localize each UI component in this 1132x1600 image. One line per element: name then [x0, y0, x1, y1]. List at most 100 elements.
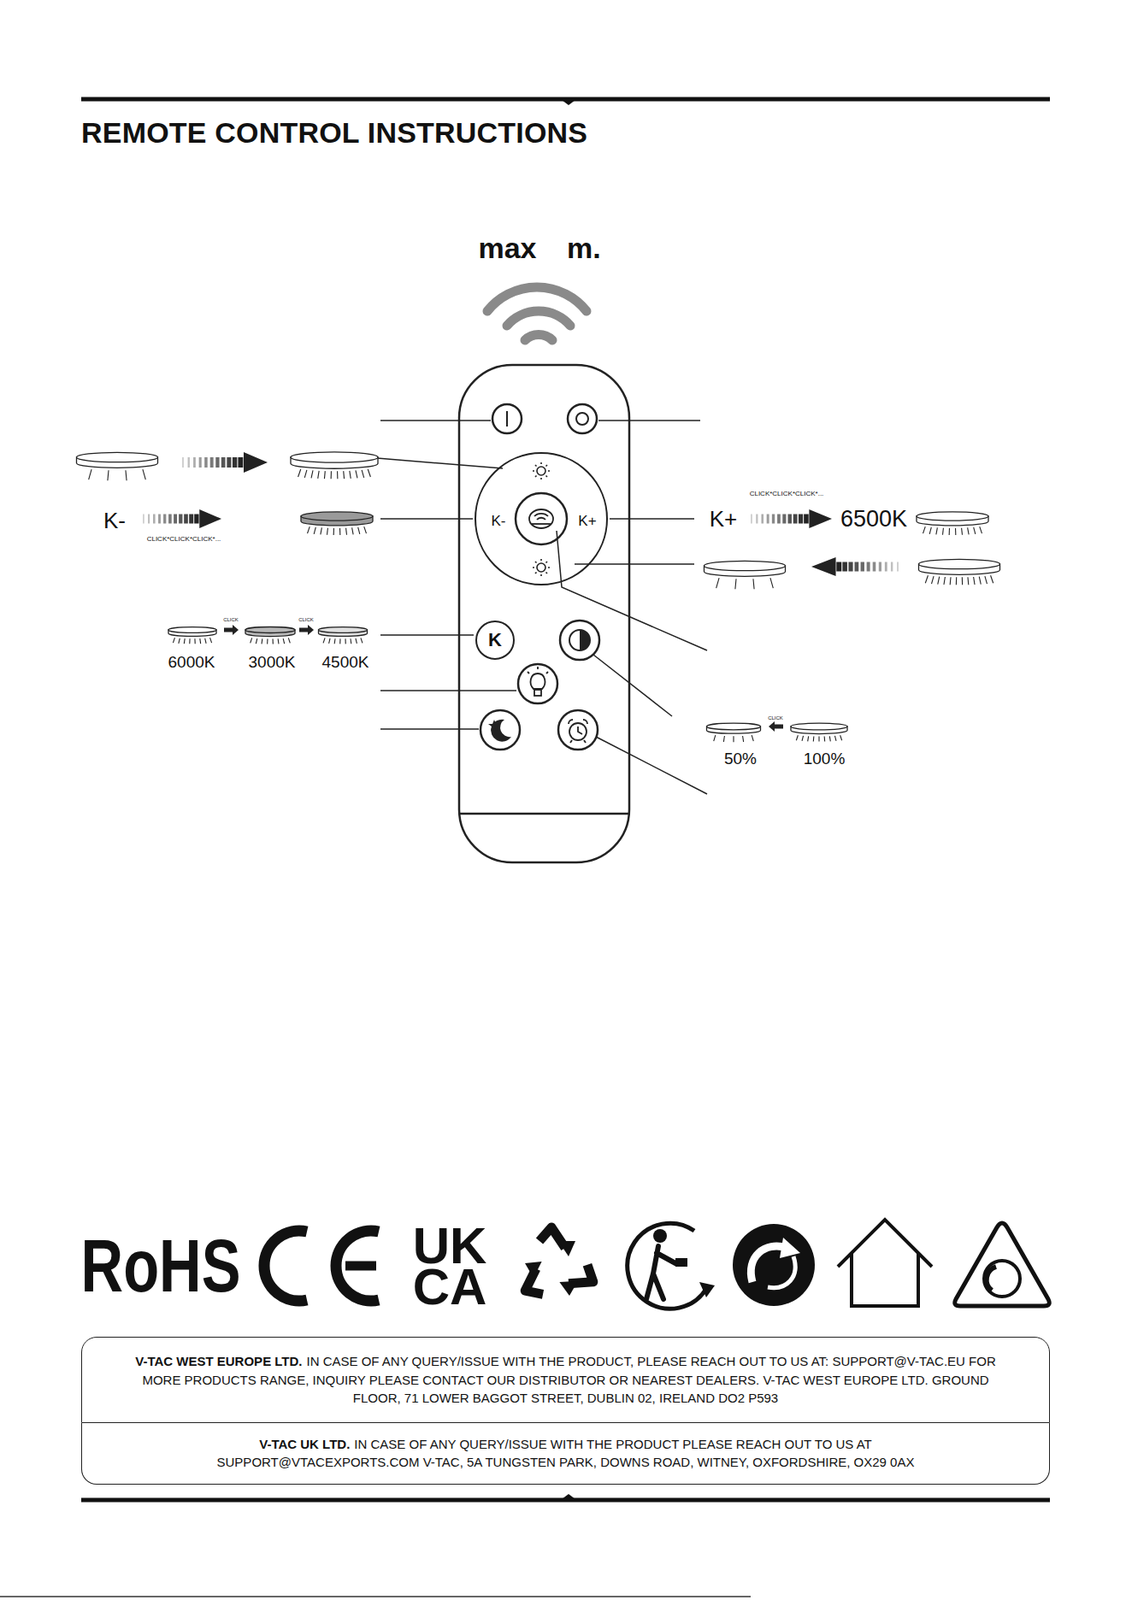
light-ray: [364, 526, 367, 534]
bulb-ray: [546, 672, 549, 674]
recycle-arrow-head: [524, 1255, 548, 1279]
light-ray: [307, 526, 311, 534]
lamp-top: [300, 512, 373, 521]
click-note: CLICK*CLICK*CLICK*...: [749, 490, 825, 498]
signal-waves: [487, 287, 587, 341]
gradient-arrow: [142, 509, 222, 529]
arrow-stripe: [772, 514, 775, 525]
light-ray: [188, 638, 190, 644]
arrow-stripe: [866, 562, 871, 572]
light-ray: [288, 637, 290, 643]
sun-icon: [536, 466, 546, 476]
alarm-bell: [568, 719, 573, 725]
arrow-stripe: [878, 562, 882, 572]
light-ray: [751, 735, 754, 742]
arrow-stripe: [798, 514, 803, 525]
arrow-stripe: [178, 514, 183, 525]
ceiling-lamp: [916, 512, 989, 536]
leader-line: [380, 634, 474, 637]
light-ray: [344, 638, 346, 644]
light-ray: [349, 638, 352, 644]
color-temp-label: K+: [709, 507, 738, 531]
light-ray: [834, 736, 837, 742]
ceiling-lamp: [300, 512, 373, 536]
rules: [0, 99, 1050, 1598]
light-ray: [813, 736, 815, 743]
button-label: K: [488, 630, 502, 650]
color-temp-value: 6000K: [168, 654, 216, 671]
light-ray: [142, 469, 146, 480]
alarm-face: [569, 723, 587, 741]
color-temp-button: K: [475, 620, 515, 661]
light-ray: [333, 528, 335, 536]
light-ray: [925, 575, 928, 584]
light-ray: [355, 470, 358, 478]
arrow-stripe: [232, 457, 237, 468]
tidyman-arc: [627, 1223, 707, 1309]
light-ray: [973, 527, 976, 535]
light-ray: [929, 527, 932, 535]
light-ray: [360, 637, 363, 643]
light-ray: [304, 470, 307, 478]
light-ray: [178, 638, 180, 644]
arrow-stripe: [793, 514, 798, 525]
arrow-stripe: [183, 514, 189, 525]
light-ray: [723, 736, 725, 743]
night-light-button: [518, 664, 558, 704]
light-ray: [352, 527, 354, 535]
leader-line: [380, 518, 473, 520]
light-ray: [961, 577, 963, 585]
lamp-top: [245, 627, 295, 634]
click-arrow: [299, 624, 314, 636]
light-ray: [298, 469, 301, 478]
light-ray: [732, 736, 734, 743]
light-ray: [358, 527, 360, 535]
button-label: K+: [577, 513, 596, 529]
center-icon: [529, 509, 554, 529]
light-ray: [824, 736, 826, 743]
arrow-stripe: [836, 562, 842, 572]
color-temp-value: 3000K: [248, 654, 296, 671]
light-ray: [334, 638, 337, 644]
direction-arrows: [142, 452, 899, 732]
light-ray: [936, 527, 938, 535]
dimmable-triangle: [955, 1223, 1050, 1307]
arrow-stripe: [188, 457, 190, 468]
light-ray: [770, 577, 773, 589]
page-edge-line: [0, 1596, 751, 1598]
contact-panel: V-TAC WEST EUROPE LTD.IN CASE OF ANY QUE…: [81, 1337, 1050, 1424]
arrow-stripe: [158, 514, 161, 525]
light-ray: [339, 638, 341, 644]
arrow-stripe: [182, 457, 184, 468]
arrow-head: [811, 557, 837, 577]
light-ray: [807, 736, 809, 742]
light-ray: [355, 638, 357, 644]
arrow-stripe: [890, 562, 893, 572]
arrow-stripe: [168, 514, 172, 525]
signal-arc: [507, 311, 571, 326]
light-ray: [937, 577, 940, 585]
recycle-arrow: [555, 1257, 599, 1303]
arrow-stripe: [147, 514, 150, 525]
brightness-toggle-button: [560, 620, 600, 661]
arrow-stripe: [204, 457, 208, 468]
arrow-stripe: [760, 514, 764, 525]
light-ray: [311, 470, 313, 478]
ce-mark-e: [336, 1231, 379, 1302]
signal-arc: [524, 335, 553, 341]
lamp-top: [318, 627, 368, 634]
center-icon-arc: [534, 513, 549, 517]
green-dot-swirl: [767, 1256, 796, 1289]
light-ray: [795, 735, 798, 741]
gradient-arrow: [182, 452, 268, 473]
leader-line: [556, 530, 708, 651]
light-ray: [88, 469, 92, 480]
light-ray: [361, 470, 365, 478]
brightness-value: 100%: [803, 750, 846, 767]
rule-notch: [561, 100, 576, 106]
company-name: V-TAC WEST EUROPE LTD.: [135, 1354, 302, 1369]
rohs-logo: RoHS: [81, 1228, 242, 1304]
light-ray: [326, 528, 329, 536]
light-ray: [318, 471, 319, 479]
